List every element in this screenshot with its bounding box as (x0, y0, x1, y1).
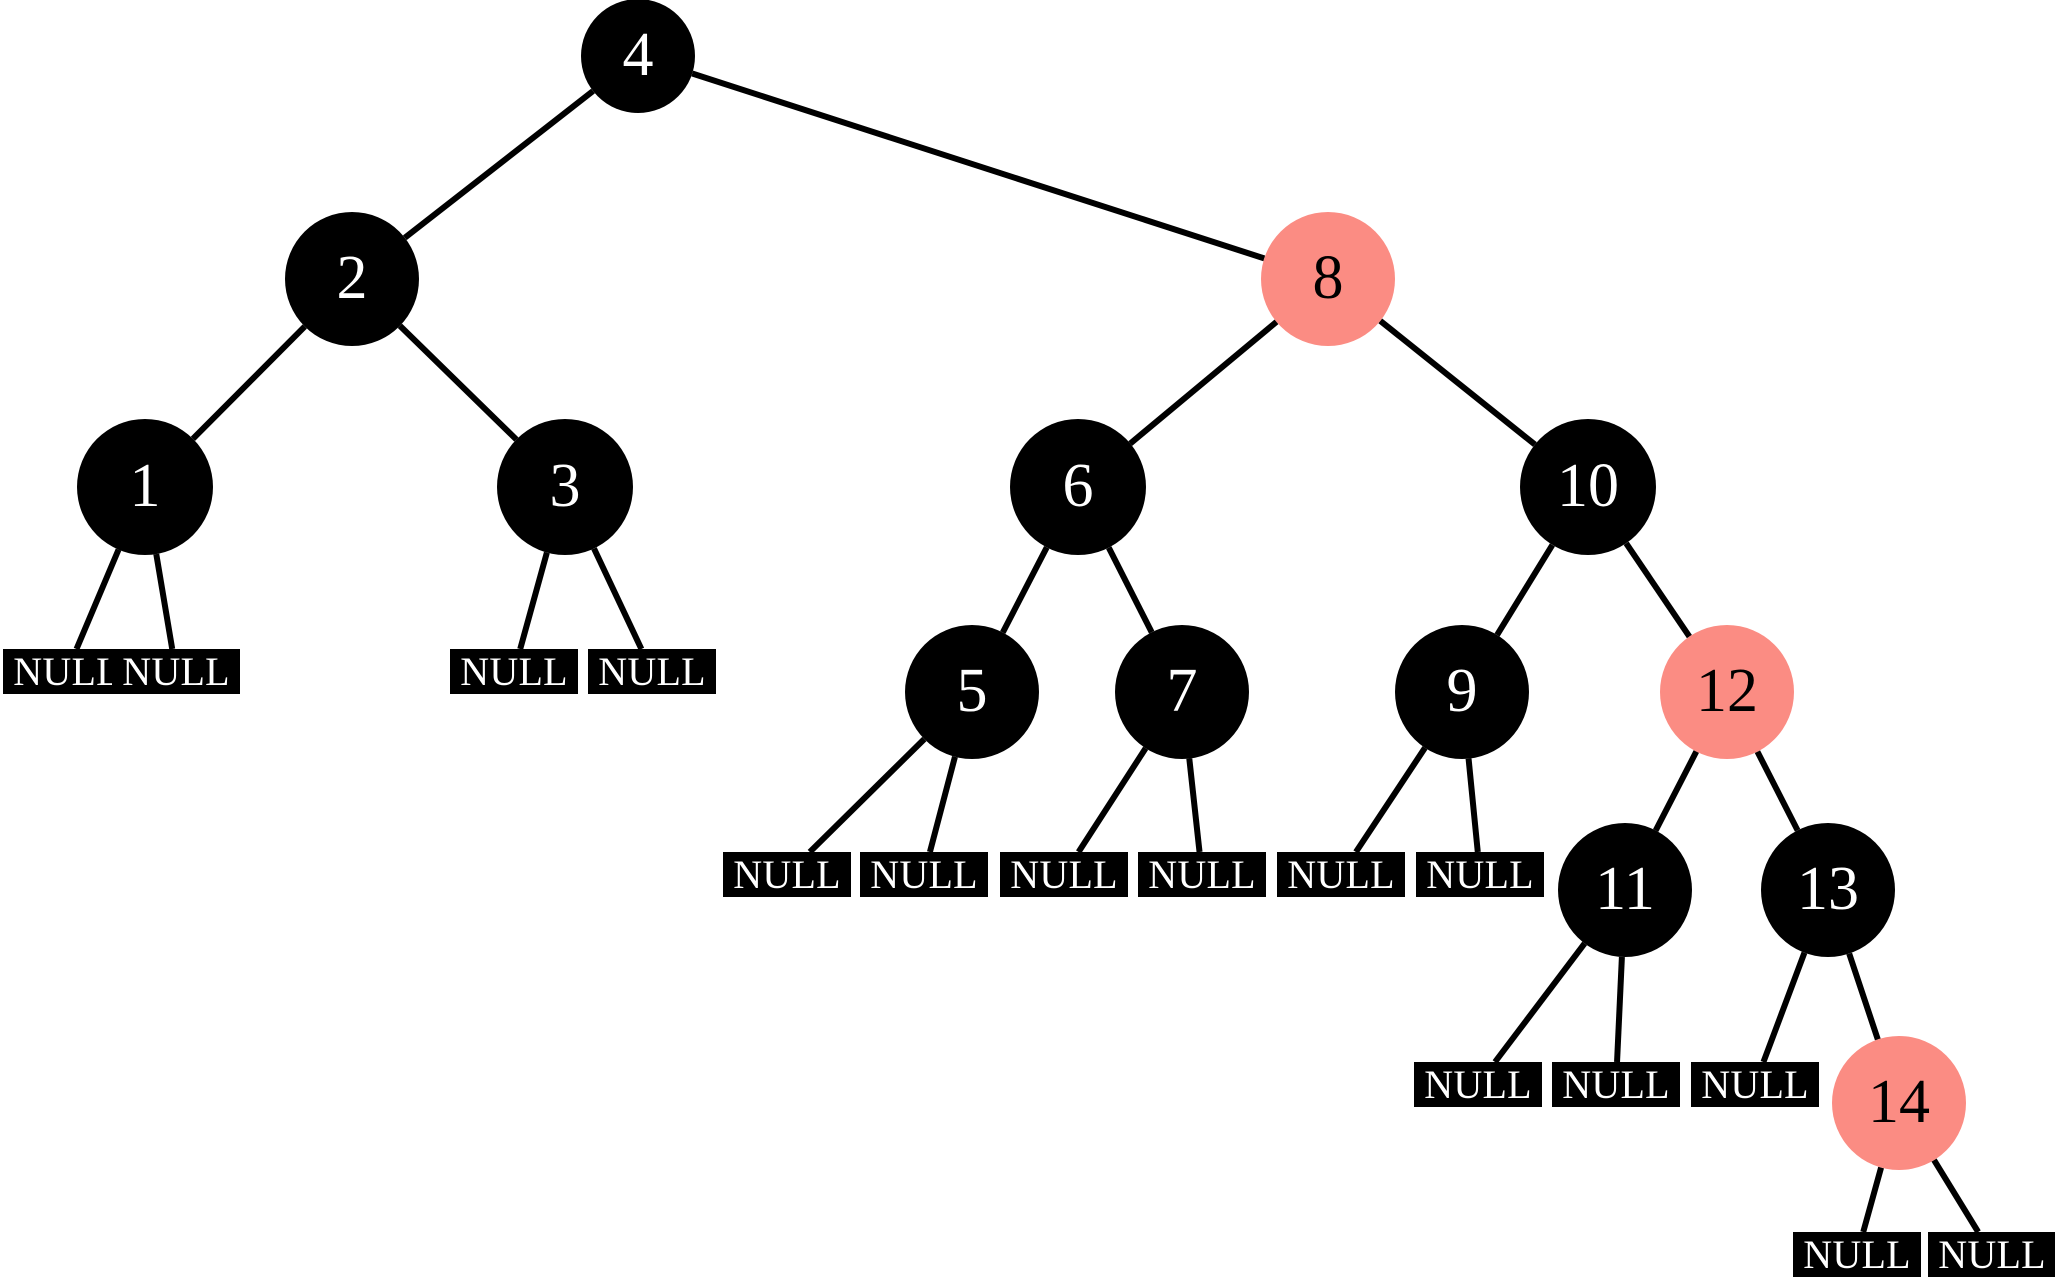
tree-node-label: 2 (336, 243, 368, 312)
tree-node-label: 9 (1446, 656, 1478, 725)
tree-nil-label: NULL (870, 851, 978, 897)
tree-nil-node[interactable]: NULL (3, 649, 131, 694)
tree-nil-node[interactable]: NULL (588, 649, 716, 694)
tree-node-10[interactable]: 10 (1520, 419, 1656, 555)
tree-nil-node[interactable]: NULL (1416, 852, 1544, 897)
tree-node-14[interactable]: 14 (1832, 1036, 1966, 1170)
tree-nil-label: NULL (1562, 1061, 1670, 1107)
tree-nil-node[interactable]: NULL (723, 852, 851, 897)
tree-nil-label: NULL (1701, 1061, 1809, 1107)
tree-nil-node[interactable]: NULL (1552, 1062, 1680, 1107)
tree-nil-label: NULL (1803, 1231, 1911, 1277)
tree-nil-node[interactable]: NULL (860, 852, 988, 897)
tree-node-label: 14 (1868, 1067, 1930, 1136)
tree-nil-node[interactable]: NULL (1691, 1062, 1819, 1107)
tree-node-label: 7 (1166, 656, 1198, 725)
tree-node-13[interactable]: 13 (1761, 823, 1895, 957)
tree-node-3[interactable]: 3 (497, 419, 633, 555)
tree-node-12[interactable]: 12 (1660, 625, 1794, 759)
tree-nil-node[interactable]: NULL (1000, 852, 1128, 897)
tree-nil-label: NULL (1426, 851, 1534, 897)
tree-nil-node[interactable]: NULL (450, 649, 578, 694)
tree-node-11[interactable]: 11 (1558, 823, 1692, 957)
tree-node-label: 12 (1696, 656, 1758, 725)
tree-nil-label: NULL (1148, 851, 1256, 897)
tree-nil-node[interactable]: NULL (1793, 1232, 1921, 1277)
tree-node-label: 4 (622, 20, 654, 89)
tree-node-8[interactable]: 8 (1261, 212, 1395, 346)
tree-node-6[interactable]: 6 (1010, 419, 1146, 555)
tree-nil-label: NULL (460, 648, 568, 694)
tree-node-2[interactable]: 2 (285, 212, 419, 346)
tree-node-7[interactable]: 7 (1115, 625, 1249, 759)
tree-nil-node[interactable]: NULL (1138, 852, 1266, 897)
tree-nil-label: NULL (733, 851, 841, 897)
tree-node-label: 6 (1062, 451, 1094, 520)
tree-node-label: 11 (1595, 854, 1655, 923)
tree-node-label: 1 (129, 451, 161, 520)
tree-nil-label: NULL (122, 648, 230, 694)
tree-node-label: 8 (1312, 243, 1344, 312)
tree-nil-node[interactable]: NULL (1414, 1062, 1542, 1107)
tree-node-5[interactable]: 5 (905, 625, 1039, 759)
tree-nil-label: NULL (598, 648, 706, 694)
tree-node-label: 10 (1557, 451, 1619, 520)
tree-node-label: 13 (1797, 854, 1859, 923)
tree-nil-label: NULL (1010, 851, 1118, 897)
tree-node-label: 5 (956, 656, 988, 725)
tree-nil-label: NULL (1424, 1061, 1532, 1107)
tree-node-9[interactable]: 9 (1395, 625, 1529, 759)
tree-nil-node[interactable]: NULL (1277, 852, 1405, 897)
tree-nil-label: NULL (13, 648, 121, 694)
tree-node-4[interactable]: 4 (581, 0, 695, 113)
tree-nil-node[interactable]: NULL (1928, 1232, 2055, 1277)
tree-node-label: 3 (549, 451, 581, 520)
tree-nil-label: NULL (1938, 1231, 2046, 1277)
tree-nil-label: NULL (1287, 851, 1395, 897)
tree-nil-node[interactable]: NULL (112, 649, 240, 694)
tree-node-1[interactable]: 1 (77, 419, 213, 555)
